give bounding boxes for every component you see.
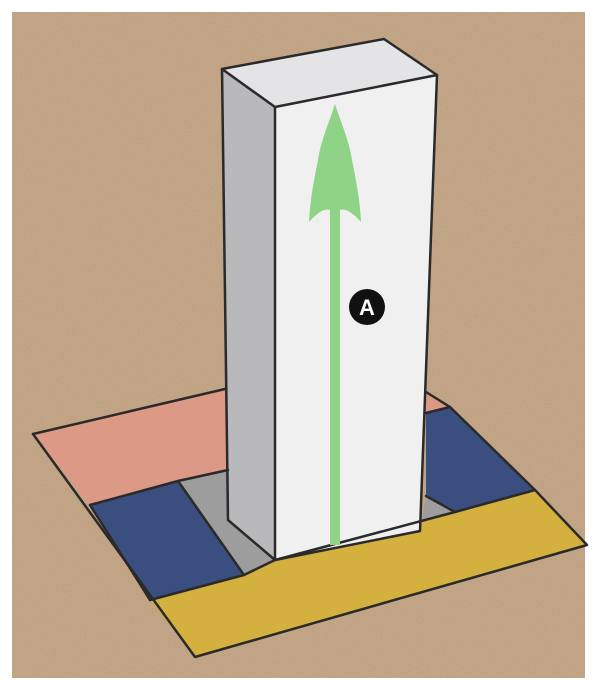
marker-circle <box>349 289 385 325</box>
blue-block-left <box>90 481 244 600</box>
edge-outline <box>31 390 589 659</box>
edge-blue-right-inner <box>424 494 457 514</box>
arrow-head <box>309 104 361 222</box>
edge-salmon-back <box>31 387 227 436</box>
yellow-block <box>150 490 587 657</box>
edge-column-front <box>273 73 439 562</box>
marker-a: A <box>349 289 385 325</box>
edge-blue-left-inner <box>176 479 246 577</box>
upward-arrow <box>309 104 361 545</box>
edge-blue-right-top <box>424 405 452 415</box>
arrow-shaft <box>330 210 340 545</box>
blue-block-right <box>426 407 535 512</box>
edge-blue-left-outer <box>88 503 152 602</box>
column-left-face <box>222 69 275 560</box>
column-top-face <box>222 39 437 107</box>
marker-label: A <box>359 295 375 320</box>
edge-column-left <box>220 67 277 562</box>
salmon-block <box>33 389 228 505</box>
gray-footing-left <box>178 470 275 575</box>
sketch-edges <box>31 37 589 659</box>
